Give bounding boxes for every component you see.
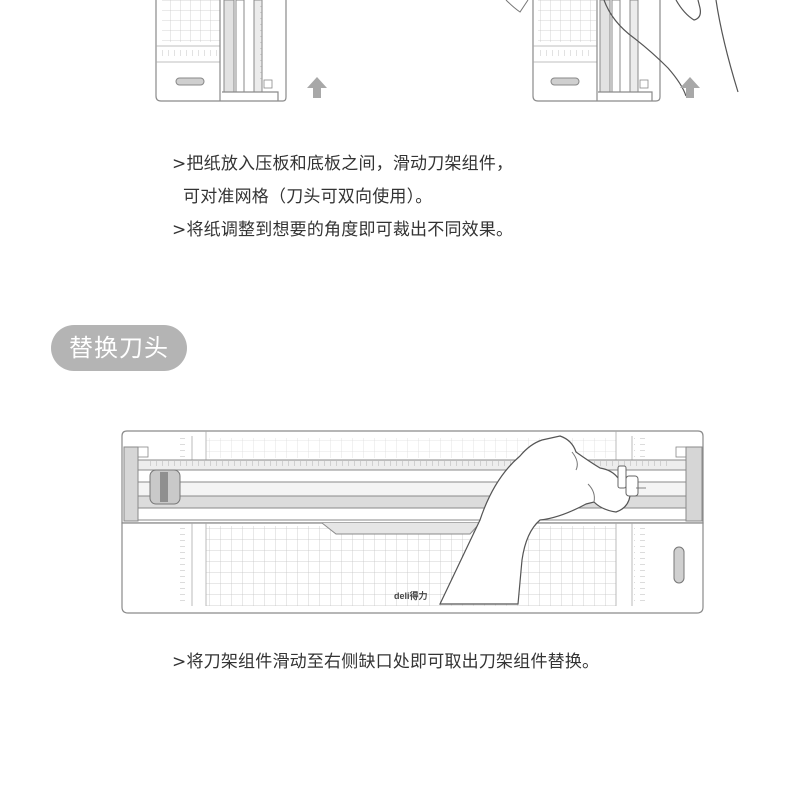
instruction-line-3: >将纸调整到想要的角度即可裁出不同效果。 bbox=[172, 220, 514, 240]
brand-logo: deli得力 bbox=[394, 591, 428, 601]
top-left-trimmer bbox=[155, 0, 287, 102]
top-right-trimmer bbox=[505, 0, 739, 102]
replace-blade-instruction: >将刀架组件滑动至右侧缺口处即可取出刀架组件替换。 bbox=[172, 652, 600, 672]
instruction-line-1: >把纸放入压板和底板之间，滑动刀架组件， bbox=[172, 154, 514, 174]
section-title-badge: 替换刀头 bbox=[51, 325, 187, 371]
up-arrow-icon bbox=[680, 77, 700, 98]
instruction-line-2: 可对准网格（刀头可双向使用）。 bbox=[183, 187, 433, 207]
large-trimmer bbox=[121, 430, 704, 614]
up-arrow-icon bbox=[307, 77, 327, 98]
